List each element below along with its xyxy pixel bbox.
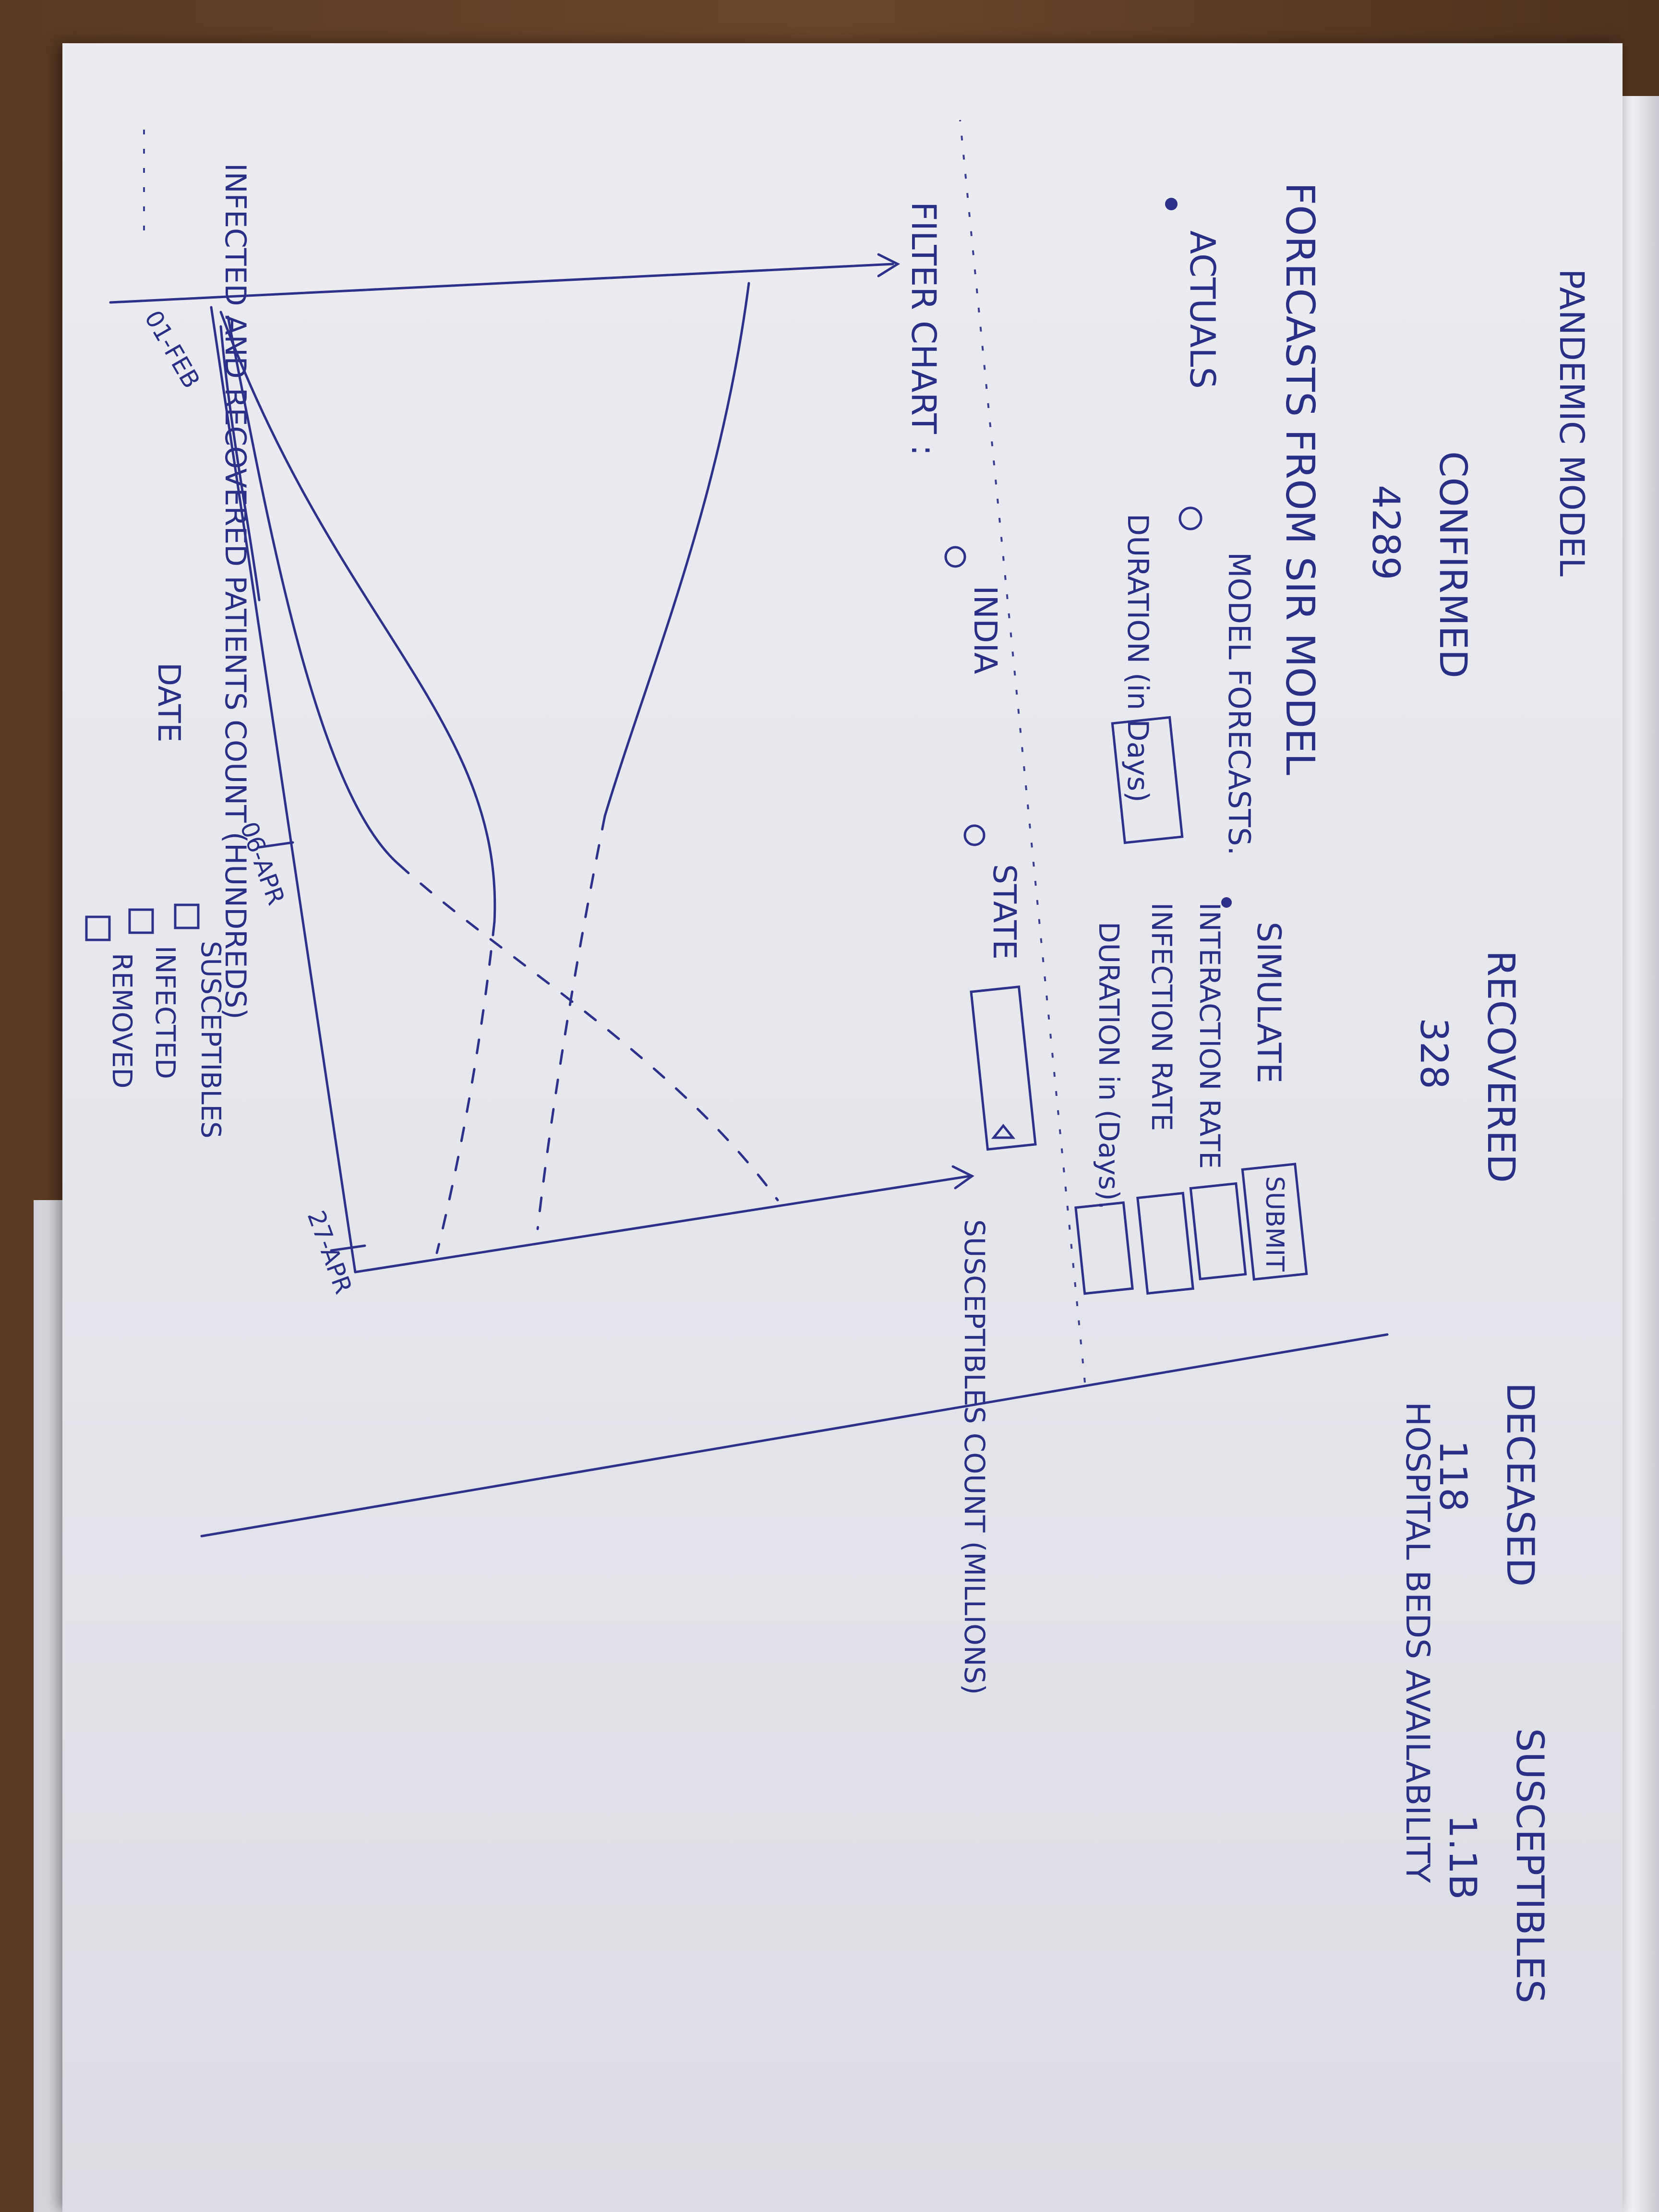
- infection-rate-label: INFECTION RATE: [1145, 902, 1178, 1131]
- submit-button[interactable]: SUBMIT: [1241, 1163, 1308, 1281]
- bottom-axis-line: [354, 1175, 971, 1274]
- checkbox-icon[interactable]: [128, 908, 154, 934]
- legend-susceptibles[interactable]: SUSCEPTIBLES: [174, 903, 226, 1139]
- filter-option-india-label: INDIA: [967, 586, 1004, 674]
- stat-value-deceased: 118: [1431, 1440, 1474, 1512]
- susceptible-curve-forecast: [536, 815, 606, 1230]
- stat-value-susceptibles: 1.1B: [1441, 1815, 1484, 1900]
- filter-option-state[interactable]: STATE: [963, 824, 1023, 960]
- simulate-fields: INTERACTION RATE INFECTION RATE DURATION…: [1074, 902, 1308, 1295]
- stat-label-recovered: RECOVERED: [1479, 950, 1522, 1183]
- page-title: PANDEMIC MODEL: [1552, 269, 1591, 577]
- forecast-duration-input[interactable]: [1111, 716, 1184, 844]
- sketch-paper: [62, 43, 1623, 2212]
- stat-value-confirmed: 4289: [1364, 485, 1407, 580]
- x-tick-label-start: 01-FEB: [139, 306, 205, 393]
- state-dropdown-frame[interactable]: [970, 985, 1037, 1151]
- simulate-duration-label: DURATION in (Days).: [1093, 922, 1125, 1210]
- infected-curve-forecast: [435, 920, 496, 1254]
- right-axis-label: SUSCEPTIBLES COUNT (MILLIONS): [958, 1219, 991, 1695]
- top-axis-line: [109, 263, 894, 304]
- tick-mark: [330, 1244, 366, 1252]
- submit-button-frame[interactable]: [1241, 1163, 1308, 1281]
- sir-chart: INFECTED AND RECOVERED PATIENTS COUNT (H…: [85, 163, 991, 1695]
- radio-model-forecasts-label: MODEL FORECASTS.: [1222, 552, 1257, 855]
- legend-removed-label: REMOVED: [106, 953, 137, 1089]
- forecast-heading: FORECASTS FROM SIR MODEL: [1277, 182, 1322, 775]
- susceptible-curve-solid: [603, 282, 750, 817]
- radio-simulate-label: SIMULATE: [1250, 922, 1287, 1083]
- actuals-curve-solid: [219, 325, 261, 601]
- radio-dot-icon[interactable]: [1165, 198, 1178, 210]
- checkbox-icon[interactable]: [85, 915, 111, 941]
- filter-divider-dotted: [959, 120, 1086, 1383]
- interaction-rate-label: INTERACTION RATE: [1193, 902, 1226, 1169]
- radio-circle-icon[interactable]: [1178, 506, 1202, 530]
- tick-mark: [258, 841, 294, 849]
- legend-infected[interactable]: INFECTED: [128, 908, 180, 1079]
- stat-label-deceased: DECEASED: [1498, 1382, 1541, 1587]
- stat-value-recovered: 328: [1412, 1018, 1455, 1089]
- radio-simulate[interactable]: SIMULATE: [1221, 897, 1287, 1083]
- legend-susceptibles-label: SUSCEPTIBLES: [195, 941, 226, 1139]
- radio-actuals-label: ACTUALS: [1182, 230, 1223, 389]
- radio-model-forecasts[interactable]: MODEL FORECASTS.: [1178, 506, 1257, 855]
- legend-removed[interactable]: REMOVED: [85, 915, 137, 1089]
- state-dropdown[interactable]: [970, 985, 1037, 1151]
- x-axis-label: DATE: [151, 662, 186, 743]
- caret-down-icon[interactable]: [991, 1123, 1016, 1139]
- infected-curve-solid: [219, 311, 496, 923]
- radio-circle-icon[interactable]: [963, 824, 986, 846]
- submit-button-label[interactable]: SUBMIT: [1260, 1176, 1289, 1272]
- infection-rate-input[interactable]: [1136, 1191, 1194, 1295]
- section-divider: [200, 1333, 1389, 1538]
- legend-infected-label: INFECTED: [149, 946, 180, 1079]
- filter-chart: FILTER CHART : INDIA STATE: [904, 202, 1037, 1151]
- hospital-beds-label: HOSPITAL BEDS AVAILABILITY: [1398, 1402, 1436, 1883]
- x-tick-label-end: 27-APR: [302, 1207, 358, 1298]
- date-axis-line: [210, 306, 357, 1274]
- removed-curve-forecast: [397, 863, 779, 1202]
- left-axis-label: INFECTED AND RECOVERED PATIENTS COUNT (H…: [218, 163, 252, 1020]
- stat-label-confirmed: CONFIRMED: [1431, 451, 1474, 678]
- radio-actuals[interactable]: ACTUALS: [1165, 198, 1223, 389]
- radio-circle-icon[interactable]: [944, 546, 966, 568]
- filter-option-india[interactable]: INDIA: [944, 546, 1004, 674]
- removed-curve-solid: [227, 315, 400, 866]
- forecast-duration-label: DURATION (in Days): [1121, 514, 1154, 803]
- axis-arrow-icon: [877, 253, 901, 277]
- filter-label: FILTER CHART :: [904, 202, 943, 456]
- simulate-duration-input[interactable]: [1074, 1201, 1134, 1295]
- stat-label-susceptibles: SUSCEPTIBLES: [1508, 1728, 1551, 2003]
- interaction-rate-input[interactable]: [1189, 1182, 1247, 1281]
- axis-arrow-icon: [951, 1165, 974, 1190]
- radio-dot-icon[interactable]: [1221, 897, 1232, 908]
- filter-option-state-label: STATE: [986, 864, 1023, 960]
- checkbox-icon[interactable]: [174, 903, 200, 929]
- forecast-duration-group: DURATION (in Days): [1111, 514, 1184, 844]
